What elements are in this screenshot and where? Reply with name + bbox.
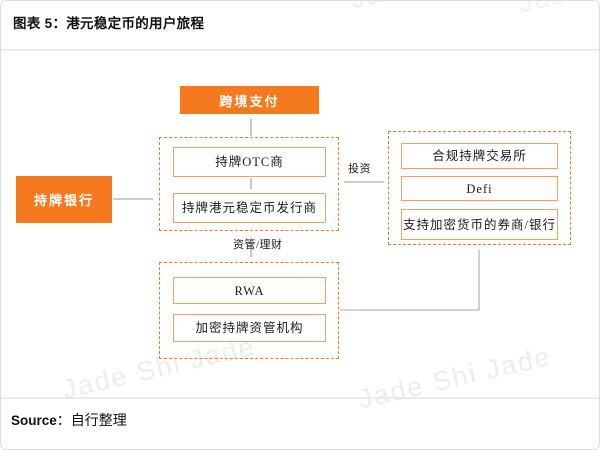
edge-label-invest: 投资: [348, 163, 371, 175]
flowchart: 持牌银行 跨境支付 持牌OTC商 持牌港元稳定币发行商 RWA 加密持牌资管机构…: [1, 51, 599, 397]
node-crypto-asset-manager: 加密持牌资管机构: [173, 314, 326, 342]
node-licensed-otc: 持牌OTC商: [173, 147, 326, 177]
figure-title: 图表 5：港元稳定币的用户旅程: [13, 16, 205, 31]
node-defi: Defi: [401, 176, 558, 201]
header-divider: [1, 49, 599, 51]
footer-divider: [1, 397, 599, 399]
node-crypto-broker-bank: 支持加密货币的券商/银行: [401, 209, 558, 240]
group-investment: [388, 131, 571, 245]
group-asset-management: [159, 262, 339, 359]
group-issuance: [159, 137, 339, 231]
node-licensed-exchange: 合规持牌交易所: [401, 143, 558, 169]
edge-label-wealth-management: 资管/理财: [233, 239, 283, 251]
node-stablecoin-issuer: 持牌港元稳定币发行商: [173, 193, 326, 223]
node-rwa: RWA: [173, 277, 326, 304]
edge-bottomgroup-to-rightgroup: [340, 250, 479, 311]
source-line: Source：自行整理: [11, 410, 127, 430]
node-licensed-bank: 持牌银行: [16, 176, 112, 223]
source-text: ：自行整理: [56, 412, 127, 428]
node-cross-border-payment: 跨境支付: [180, 86, 319, 114]
source-label: Source: [11, 413, 57, 428]
